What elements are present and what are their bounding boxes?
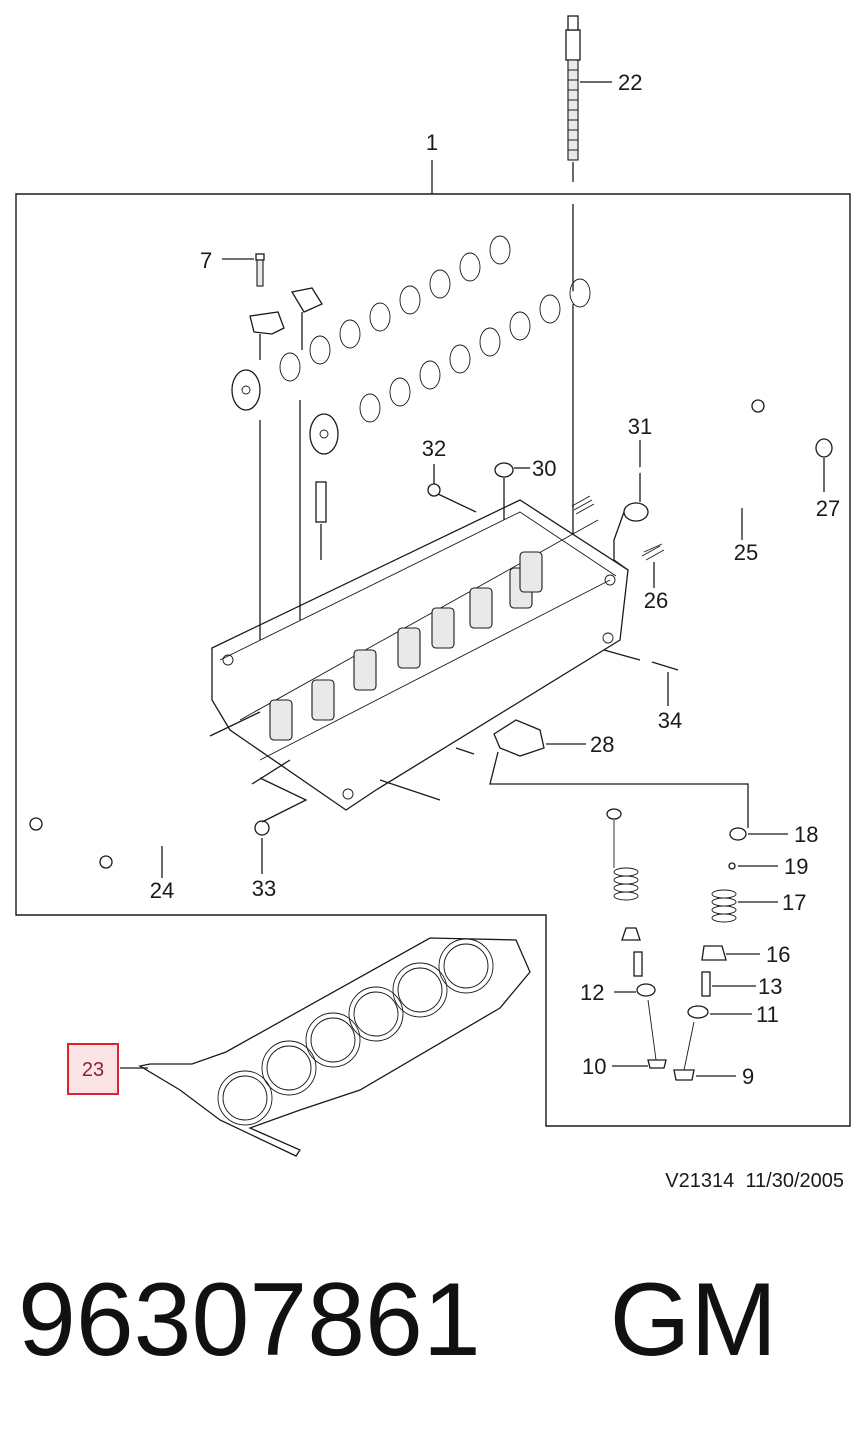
callout-11[interactable]: 11 — [756, 1002, 779, 1027]
sensor — [315, 481, 327, 560]
shaft-25 — [673, 451, 823, 540]
callout-30[interactable]: 30 — [532, 456, 556, 481]
callout-10[interactable]: 10 — [582, 1054, 606, 1079]
callout-28[interactable]: 28 — [590, 732, 614, 757]
callout-16[interactable]: 16 — [766, 942, 790, 967]
spring-26 — [571, 495, 665, 588]
cam-bearing-cap — [249, 287, 323, 360]
plug-27 — [815, 438, 833, 492]
callout-9[interactable]: 9 — [742, 1064, 754, 1089]
diagram-reference: V21314 11/30/2005 — [665, 1170, 844, 1193]
callout-17[interactable]: 17 — [782, 890, 806, 915]
callout-19[interactable]: 19 — [784, 854, 808, 879]
callout-25[interactable]: 25 — [734, 540, 758, 565]
manufacturer: GM — [609, 1262, 778, 1378]
callout-12[interactable]: 12 — [580, 980, 604, 1005]
valve-train-10 — [606, 808, 667, 1069]
callout-34[interactable]: 34 — [658, 708, 682, 733]
cylinder-head — [211, 400, 629, 811]
exhaust-camshaft — [309, 278, 604, 455]
bracket-28 — [489, 719, 749, 828]
nut-33 — [254, 777, 308, 874]
intake-camshaft — [231, 232, 528, 411]
assembly-frame — [15, 193, 851, 1127]
callout-18[interactable]: 18 — [794, 822, 818, 847]
part-number: 96307861 — [18, 1262, 481, 1378]
callout-22[interactable]: 22 — [618, 70, 642, 95]
callout-1[interactable]: 1 — [426, 130, 438, 155]
highlight-box — [67, 1043, 119, 1095]
plug-31 — [613, 440, 649, 571]
studs-34 — [379, 649, 679, 801]
callout-24[interactable]: 24 — [150, 878, 174, 903]
callout-23[interactable]: 23 — [82, 1059, 104, 1081]
part-number-line: 96307861 GM — [18, 1268, 777, 1372]
callout-27[interactable]: 27 — [816, 496, 840, 521]
head-gasket — [120, 937, 531, 1157]
shaft-24 — [99, 759, 291, 878]
callout-33[interactable]: 33 — [252, 876, 276, 901]
shaft-upper — [601, 399, 765, 493]
cam-cap-bolt — [222, 253, 265, 287]
callout-7[interactable]: 7 — [200, 248, 212, 273]
shaft-long — [29, 711, 261, 831]
valve-train-9 — [673, 827, 788, 1081]
callout-32[interactable]: 32 — [422, 436, 446, 461]
head-bolt — [565, 15, 581, 620]
reference-date: 11/30/2005 — [745, 1170, 844, 1192]
cap-30 — [494, 462, 530, 520]
callout-26[interactable]: 26 — [644, 588, 668, 613]
reference-code: V21314 — [665, 1170, 735, 1192]
callout-13[interactable]: 13 — [758, 974, 782, 999]
fitting-32 — [427, 464, 477, 513]
callout-31[interactable]: 31 — [628, 414, 652, 439]
